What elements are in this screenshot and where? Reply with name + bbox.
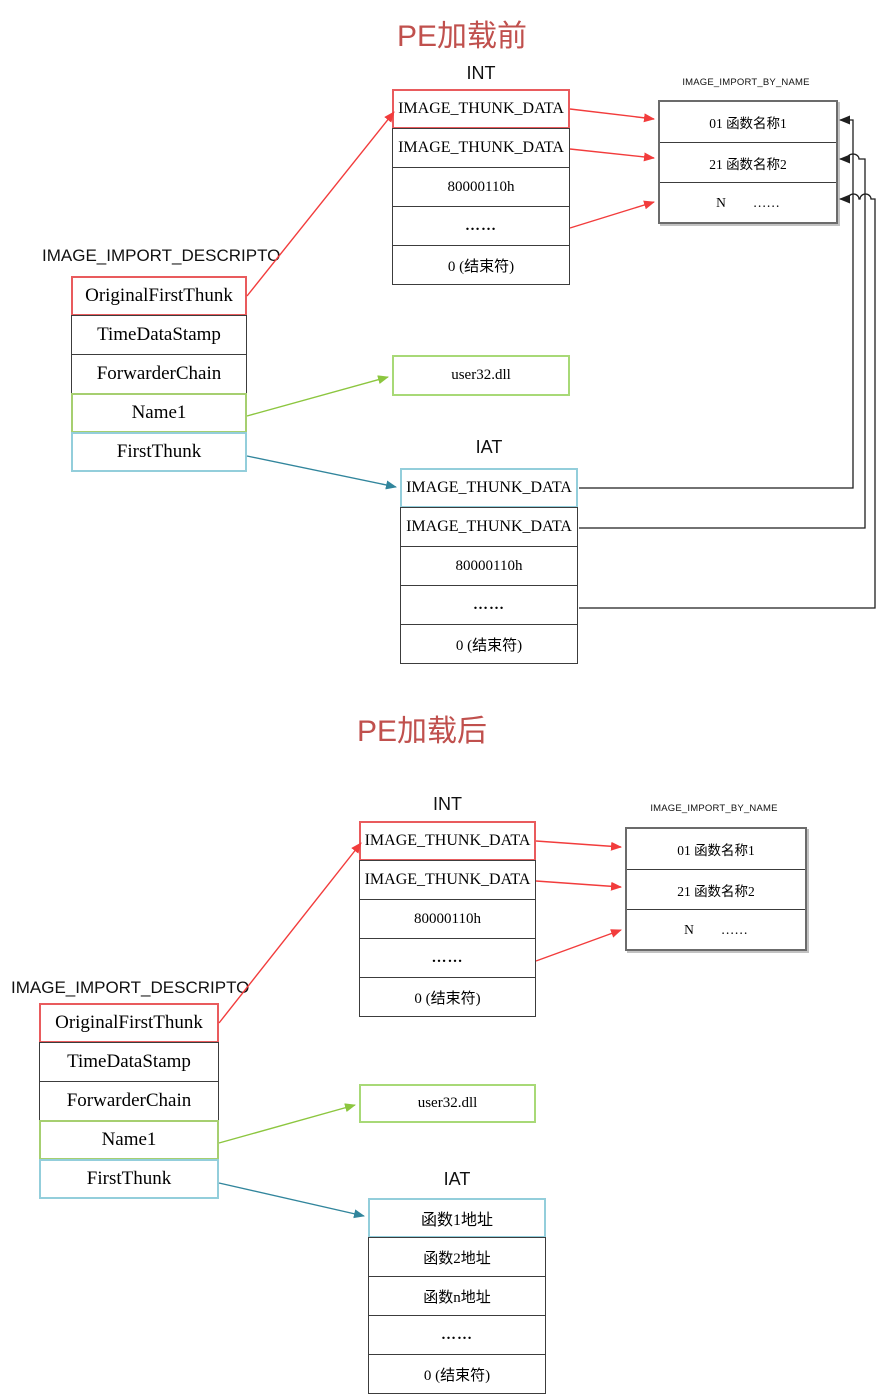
int-row: …… xyxy=(392,206,570,246)
int-row: IMAGE_THUNK_DATA xyxy=(359,860,536,900)
descriptor-row: ForwarderChain xyxy=(71,354,247,394)
descriptor-row: OriginalFirstThunk xyxy=(39,1003,219,1043)
import-by-name-row: 21 函数名称2 xyxy=(660,142,836,182)
descriptor-label: IMAGE_IMPORT_DESCRIPTO xyxy=(11,978,250,997)
iat-table: IMAGE_THUNK_DATA IMAGE_THUNK_DATA 800001… xyxy=(400,468,578,664)
iat-row: …… xyxy=(368,1315,546,1355)
iat-table-label: IAT xyxy=(475,437,503,457)
int-table-label: INT xyxy=(433,794,462,814)
iat-row: 函数1地址 xyxy=(368,1198,546,1238)
int-row: IMAGE_THUNK_DATA xyxy=(359,821,536,861)
import-by-name-row: N …… xyxy=(627,909,805,949)
arrow-int-row4-to-import-by-name-row3 xyxy=(535,929,622,962)
int-row: IMAGE_THUNK_DATA xyxy=(392,128,570,168)
iat-row: 80000110h xyxy=(400,546,578,586)
descriptor-row: Name1 xyxy=(39,1120,219,1160)
import-by-name-label: IMAGE_IMPORT_BY_NAME xyxy=(650,803,778,814)
import-by-name-label: IMAGE_IMPORT_BY_NAME xyxy=(682,77,810,88)
arrow-int-row1-to-import-by-name-row1 xyxy=(569,108,655,123)
iat-row: 0 (结束符) xyxy=(400,624,578,664)
arrow-name1-to-dll xyxy=(218,1103,356,1144)
image-import-by-name-table: 01 函数名称1 21 函数名称2 N …… xyxy=(625,827,807,951)
iat-row: 0 (结束符) xyxy=(368,1354,546,1394)
iat-table: 函数1地址 函数2地址 函数n地址 …… 0 (结束符) xyxy=(368,1198,546,1394)
descriptor-label: IMAGE_IMPORT_DESCRIPTO xyxy=(42,246,281,265)
arrow-firstthunk-to-iat xyxy=(218,1182,365,1219)
import-by-name-row: N …… xyxy=(660,182,836,222)
int-table: IMAGE_THUNK_DATA IMAGE_THUNK_DATA 800001… xyxy=(359,821,536,1017)
image-import-descriptor-table: OriginalFirstThunk TimeDataStamp Forward… xyxy=(39,1003,219,1199)
descriptor-row: TimeDataStamp xyxy=(39,1042,219,1082)
descriptor-row: ForwarderChain xyxy=(39,1081,219,1121)
descriptor-row: FirstThunk xyxy=(39,1159,219,1199)
int-row: 0 (结束符) xyxy=(392,245,570,285)
int-row: 80000110h xyxy=(359,899,536,939)
int-row: 0 (结束符) xyxy=(359,977,536,1017)
section-title-before: PE加载前 xyxy=(396,20,528,53)
connector-iat-row4-to-import-by-name-row3 xyxy=(579,193,876,609)
arrow-name1-to-dll xyxy=(246,375,389,417)
iat-table-label: IAT xyxy=(443,1169,471,1189)
int-table: IMAGE_THUNK_DATA IMAGE_THUNK_DATA 800001… xyxy=(392,89,570,285)
iat-row: 函数n地址 xyxy=(368,1276,546,1316)
import-by-name-row: 01 函数名称1 xyxy=(627,829,805,869)
iat-row: IMAGE_THUNK_DATA xyxy=(400,507,578,547)
iat-row: 函数2地址 xyxy=(368,1237,546,1277)
import-by-name-row: 01 函数名称1 xyxy=(660,102,836,142)
arrow-originalfirstthunk-to-int xyxy=(246,111,395,297)
image-import-descriptor-table: OriginalFirstThunk TimeDataStamp Forward… xyxy=(71,276,247,472)
iat-row: …… xyxy=(400,585,578,625)
arrow-int-row2-to-import-by-name-row2 xyxy=(569,148,655,162)
descriptor-row: TimeDataStamp xyxy=(71,315,247,355)
arrow-int-row4-to-import-by-name-row3 xyxy=(569,200,655,229)
descriptor-row: Name1 xyxy=(71,393,247,433)
image-import-by-name-table: 01 函数名称1 21 函数名称2 N …… xyxy=(658,100,838,224)
dll-name-box: user32.dll xyxy=(359,1084,536,1123)
int-table-label: INT xyxy=(466,63,496,83)
import-by-name-row: 21 函数名称2 xyxy=(627,869,805,909)
arrow-firstthunk-to-iat xyxy=(246,455,397,490)
dll-name-box: user32.dll xyxy=(392,355,570,396)
arrow-int-row1-to-import-by-name-row1 xyxy=(535,840,622,851)
section-title-after: PE加载后 xyxy=(356,715,488,748)
int-row: IMAGE_THUNK_DATA xyxy=(392,89,570,129)
int-row: …… xyxy=(359,938,536,978)
descriptor-row: FirstThunk xyxy=(71,432,247,472)
iat-row: IMAGE_THUNK_DATA xyxy=(400,468,578,508)
descriptor-row: OriginalFirstThunk xyxy=(71,276,247,316)
arrow-int-row2-to-import-by-name-row2 xyxy=(535,880,622,891)
int-row: 80000110h xyxy=(392,167,570,207)
